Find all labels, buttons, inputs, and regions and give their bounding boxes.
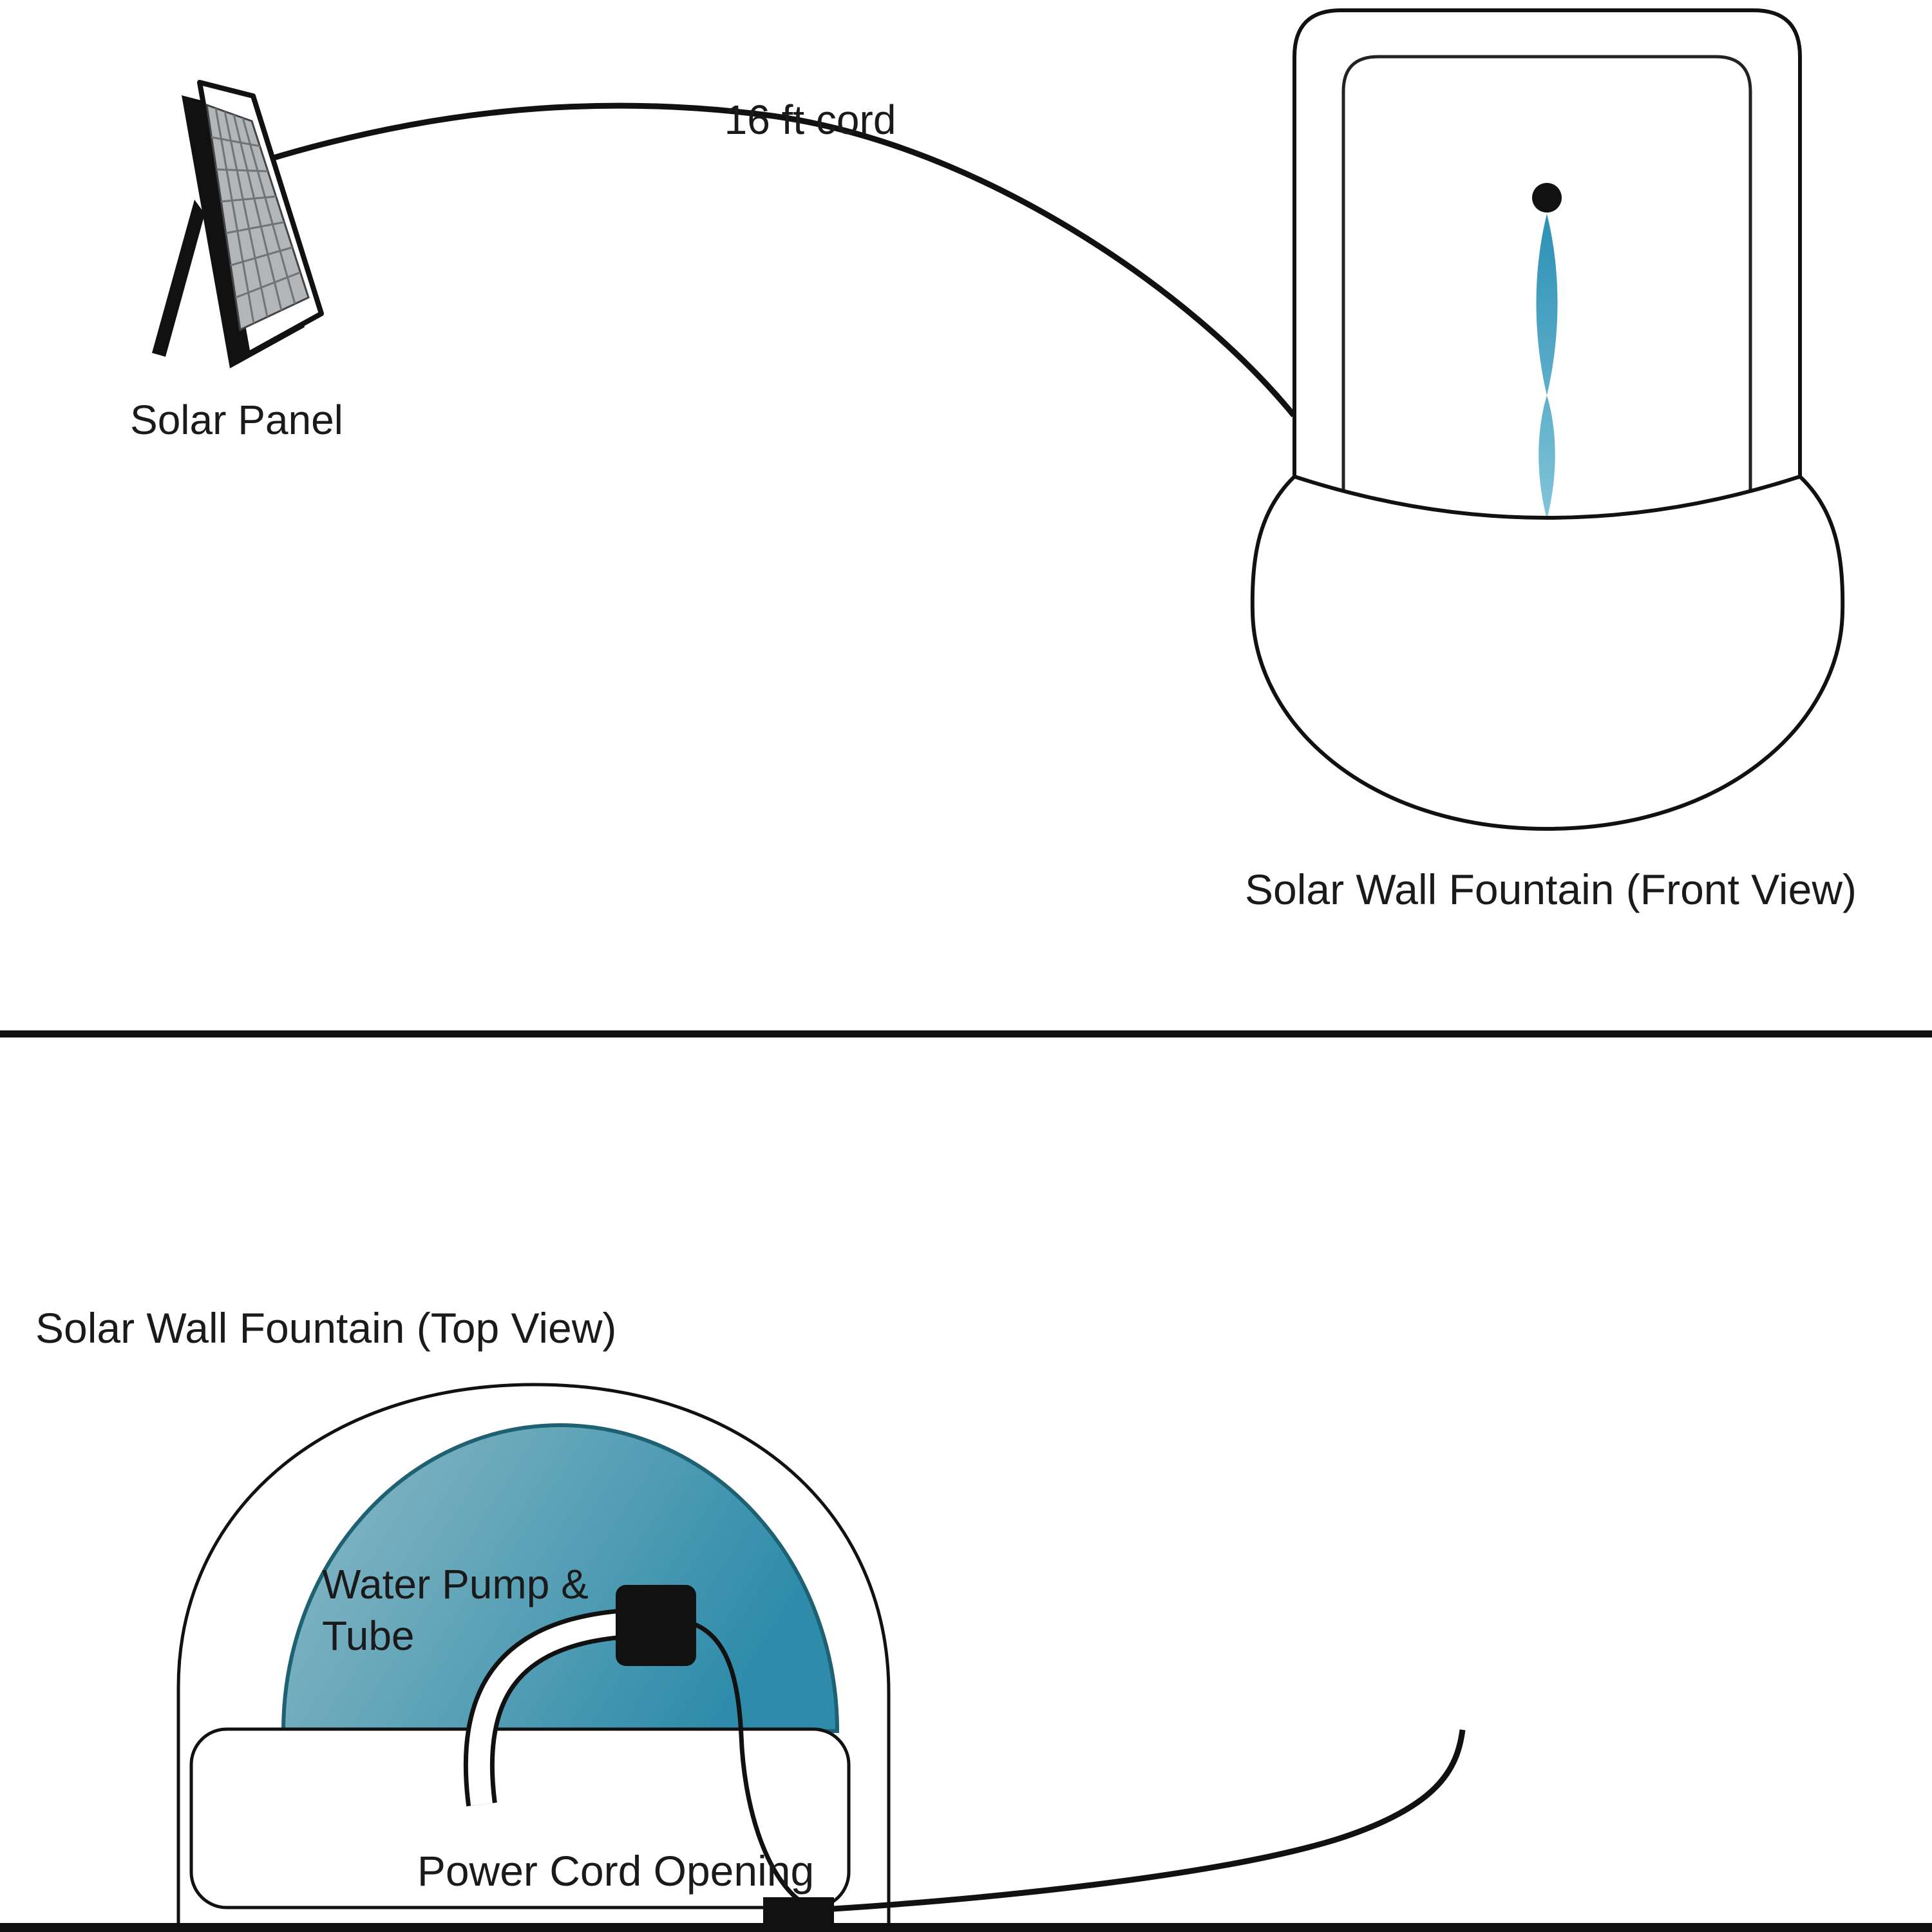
fountain-front-basin [1250, 474, 1845, 831]
section-divider [0, 1030, 1932, 1037]
pump-label-line1: Water Pump & [322, 1561, 589, 1607]
cord-label: 16 ft cord [724, 97, 896, 143]
water-tube [468, 1613, 621, 1806]
power-cord-16ft [266, 102, 1296, 417]
fountain-front-inner-panel [1341, 55, 1752, 509]
fountain-top-front-rim [189, 1727, 851, 1909]
water-pump [616, 1585, 696, 1666]
external-power-cord [833, 1729, 1466, 1912]
solar-panel-label: Solar Panel [130, 397, 343, 443]
solar-panel-kickstand [152, 200, 205, 357]
pump-label-line2: Tube [322, 1613, 415, 1659]
solar-panel-cells [205, 103, 310, 332]
top-view-label: Solar Wall Fountain (Top View) [35, 1304, 616, 1352]
power-cord-opening-label: Power Cord Opening [417, 1847, 814, 1895]
ground-line [0, 1923, 1932, 1932]
water-stream [1536, 214, 1558, 519]
solar-panel-grid [211, 108, 301, 324]
spout-icon [1532, 183, 1562, 213]
fountain-top-water-area [281, 1423, 840, 1733]
front-view-label: Solar Wall Fountain (Front View) [1245, 866, 1857, 913]
pump-cord [693, 1622, 800, 1902]
